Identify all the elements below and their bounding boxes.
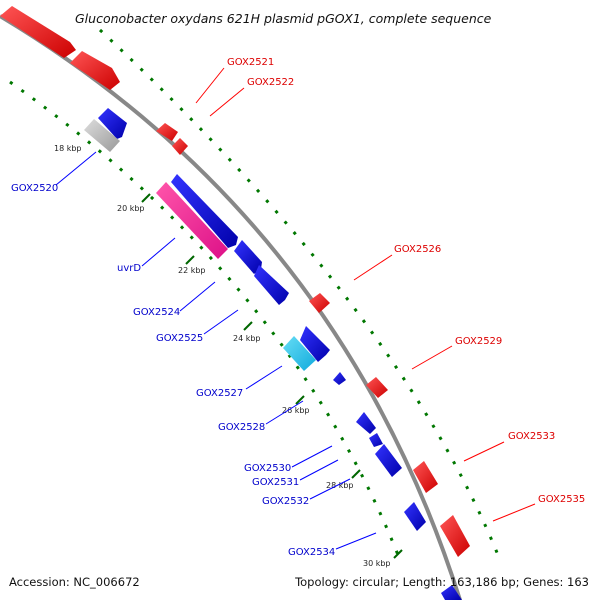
gene-label-gox2531: GOX2531 [252, 477, 299, 488]
gene-label-gox2535: GOX2535 [538, 494, 585, 505]
gene-arrow-gox2534 [404, 502, 426, 531]
gene-label-gox2534: GOX2534 [288, 547, 335, 558]
gene-arrow-gox2527 [283, 336, 316, 371]
gene-label-gox2527: GOX2527 [196, 388, 243, 399]
tick-label-24kbp: 24 kbp [233, 334, 261, 343]
gene-arrow-gray [84, 119, 120, 152]
gene-label-gox2528: GOX2528 [218, 422, 265, 433]
gc-dots-outer [98, 28, 502, 561]
gene-arrow-blue-2527b [300, 326, 330, 362]
tick-label-22kbp: 22 kbp [178, 266, 206, 275]
reverse-genes [84, 108, 462, 600]
gc-dots-inner [9, 80, 402, 561]
gene-label-gox2521: GOX2521 [227, 57, 274, 68]
gene-arrow-gox2535 [440, 515, 470, 557]
tick-label-28kbp: 28 kbp [326, 481, 354, 490]
callout-lines-reverse [55, 151, 377, 550]
forward-genes [0, 6, 470, 557]
gene-arrow-bottom [441, 585, 462, 600]
tick-label-20kbp: 20 kbp [117, 204, 145, 213]
gene-arrow-forward-top-1 [0, 6, 76, 58]
tick-label-18kbp: 18 kbp [54, 144, 82, 153]
backbone-arc [0, 14, 462, 600]
gene-label-gox2522: GOX2522 [247, 77, 294, 88]
gene-arrow-gox2528 [333, 372, 346, 385]
tick-marks [99, 133, 403, 559]
gene-arrow-gox2520 [98, 108, 127, 139]
gene-arrow-uvrd [156, 182, 228, 259]
gene-label-gox2524: GOX2524 [133, 307, 180, 318]
gene-label-gox2529: GOX2529 [455, 336, 502, 347]
gene-arrow-gox2532 [375, 444, 402, 477]
tick-label-26kbp: 26 kbp [282, 406, 310, 415]
gene-arrow-gox2533 [413, 461, 438, 493]
gene-arrow-gox2526 [309, 293, 330, 313]
gene-label-gox2525: GOX2525 [156, 333, 203, 344]
gene-arrow-gox2522 [172, 138, 188, 155]
gene-arrow-blue-long [171, 174, 238, 248]
map-title: Gluconobacter oxydans 621H plasmid pGOX1… [75, 11, 492, 26]
gene-label-gox2532: GOX2532 [262, 496, 309, 507]
tick-label-30kbp: 30 kbp [363, 559, 391, 568]
gene-arrow-gox2524 [234, 240, 262, 274]
gene-arrow-gox2531 [369, 433, 383, 447]
topology-summary: Topology: circular; Length: 163,186 bp; … [294, 575, 589, 589]
gene-arrow-gox2521 [156, 123, 178, 141]
gc-content-track [9, 28, 502, 561]
gene-label-gox2530: GOX2530 [244, 463, 291, 474]
gene-arrow-gox2530 [356, 412, 376, 434]
callout-lines-forward [195, 67, 536, 522]
gene-label-uvrd: uvrD [117, 263, 141, 274]
gene-arrow-gox2529 [366, 377, 388, 398]
gene-label-gox2526: GOX2526 [394, 244, 441, 255]
gene-label-gox2520: GOX2520 [11, 183, 58, 194]
gene-arrow-gox2525 [254, 265, 289, 305]
gene-label-gox2533: GOX2533 [508, 431, 555, 442]
gene-arrow-forward-top-2 [70, 51, 120, 90]
accession-label: Accession: NC_006672 [9, 575, 140, 589]
